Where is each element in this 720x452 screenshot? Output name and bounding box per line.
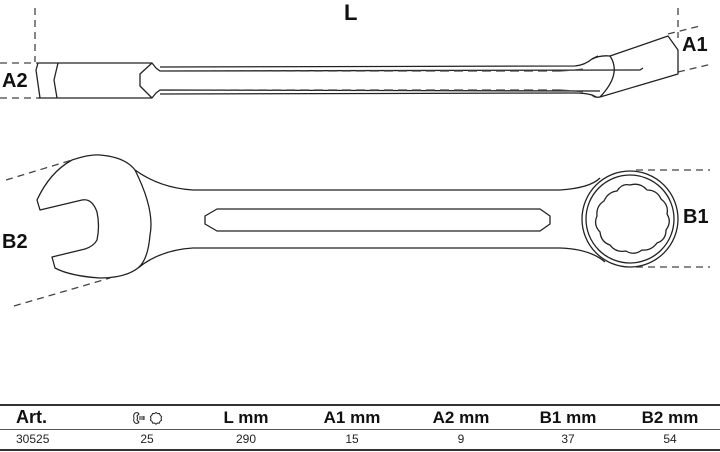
dimension-label-L: L — [344, 0, 358, 25]
header-B2: B2 mm — [641, 407, 699, 427]
cell-A1: 15 — [345, 432, 359, 447]
cell-B2: 54 — [663, 432, 677, 447]
table-row: 30525 25 290 15 9 37 54 — [0, 429, 720, 450]
dimension-label-B2: B2 — [2, 231, 28, 253]
header-art: Art. — [16, 406, 47, 427]
side-view — [0, 8, 713, 99]
cell-L: 290 — [235, 432, 257, 447]
dimension-label-B1: B1 — [683, 206, 709, 228]
header-size — [100, 405, 194, 429]
dimension-label-A2: A2 — [2, 70, 28, 92]
dimension-label-A1: A1 — [682, 34, 708, 56]
wrench-drawing — [0, 8, 713, 307]
header-A2: A2 mm — [432, 407, 490, 427]
header-A1: A1 mm — [323, 407, 381, 427]
cell-A2: 9 — [457, 432, 465, 447]
spec-table: Art. L mm A1 mm A2 mm B1 mm B2 mm 30525 — [0, 404, 720, 451]
cell-art: 30525 — [16, 432, 50, 447]
header-B1: B1 mm — [539, 407, 597, 427]
ring-12-point-icon — [149, 411, 162, 425]
cell-size: 25 — [140, 432, 154, 447]
header-L: L mm — [223, 407, 269, 427]
table-header-row: Art. L mm A1 mm A2 mm B1 mm B2 mm — [0, 405, 720, 429]
open-end-wrench-icon — [132, 412, 144, 424]
top-view — [5, 154, 710, 307]
cell-B1: 37 — [561, 432, 575, 447]
